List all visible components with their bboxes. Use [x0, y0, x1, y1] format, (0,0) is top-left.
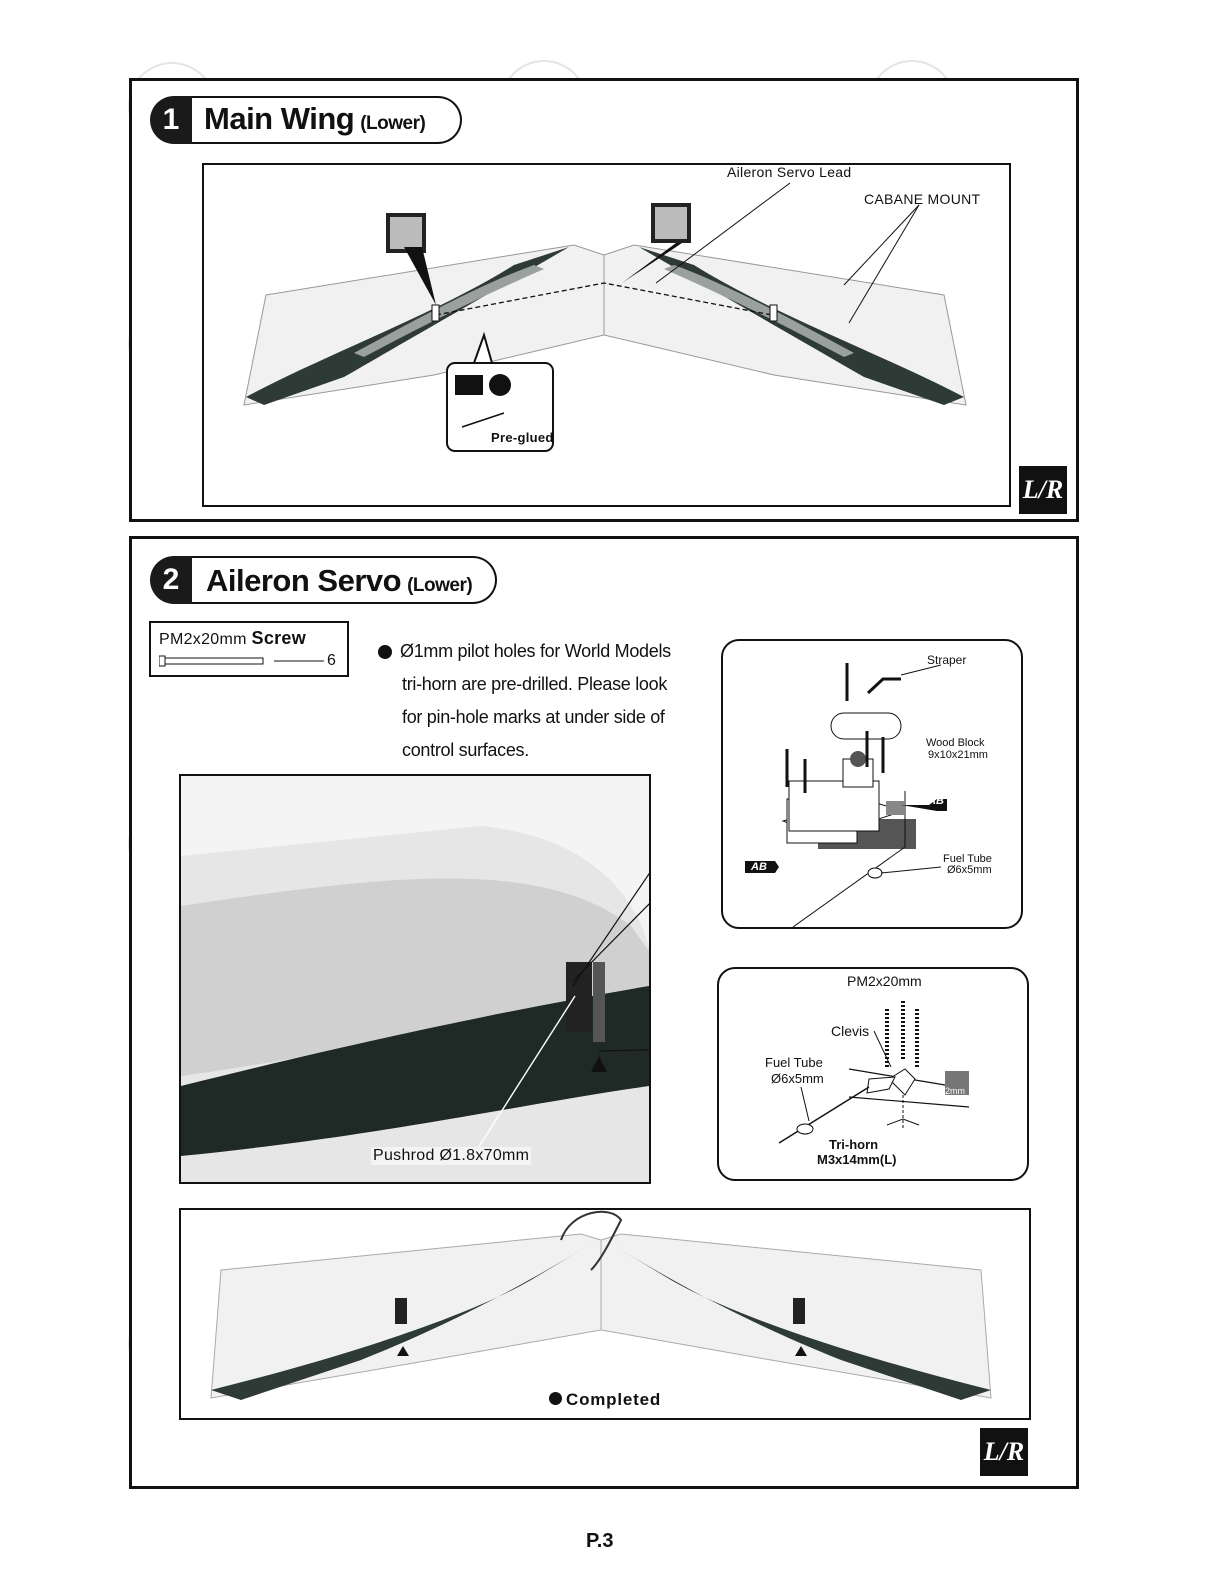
section-aileron-servo: 2 Aileron Servo(Lower) PM2x20mm Screw 6 … — [129, 536, 1079, 1489]
instruction-note: Ø1mm pilot holes for World Models tri-ho… — [380, 635, 720, 767]
main-wing-illustration: Aileron Servo Lead CABANE MOUNT Pre-glue… — [202, 163, 1011, 507]
completed-wing-photo: Completed — [179, 1208, 1031, 1420]
label-tri-horn: Tri-horn — [829, 1139, 878, 1151]
step-number: 1 — [150, 96, 192, 144]
step-title: Main Wing (Lower) — [204, 101, 425, 137]
label-pre-glued: Pre-glued — [491, 430, 554, 445]
completed-wing-drawing — [181, 1210, 1029, 1418]
completed-label: Completed — [549, 1390, 661, 1410]
servo-photo: Pushrod Ø1.8x70mm — [179, 774, 651, 1184]
label-aileron-servo-lead: Aileron Servo Lead — [727, 164, 851, 180]
note-line: tri-horn are pre-drilled. Please look — [380, 668, 720, 701]
label-ab: AB — [928, 795, 944, 807]
bullet-icon — [378, 645, 392, 659]
bullet-icon — [549, 1392, 562, 1405]
step-title-main: Aileron Servo — [206, 563, 401, 598]
label-wood-block: Wood Block — [926, 737, 985, 749]
step-title: Aileron Servo (Lower) — [206, 563, 472, 599]
step-title-sub: (Lower) — [407, 575, 472, 596]
screw-parts-box: PM2x20mm Screw 6 — [149, 621, 349, 677]
label-clevis: Clevis — [831, 1025, 869, 1037]
screw-spec-text: PM2x20mm — [159, 631, 247, 648]
screw-spec: PM2x20mm Screw — [159, 628, 306, 649]
screw-word: Screw — [252, 628, 307, 648]
wing-drawing — [204, 165, 1009, 505]
label-fuel-tube-top-size: Ø6x5mm — [947, 864, 992, 876]
servo-assembly-callout: Straper Wood Block 9x10x21mm AB AB Fuel … — [721, 639, 1023, 929]
label-wood-block-size: 9x10x21mm — [928, 749, 988, 761]
label-fuel-tube: Fuel Tube — [765, 1057, 823, 1069]
lr-badge: L/R — [1019, 466, 1067, 514]
step-title-main: Main Wing — [204, 101, 354, 136]
label-tri-horn-size: M3x14mm(L) — [817, 1154, 896, 1166]
page-number: P.3 — [586, 1530, 613, 1553]
note-line: control surfaces. — [380, 734, 720, 767]
servo-assembly-drawing — [723, 641, 1021, 927]
step-title-sub: (Lower) — [360, 113, 425, 134]
label-ab: AB — [751, 861, 767, 873]
completed-text: Completed — [566, 1390, 661, 1409]
section-main-wing: 1 Main Wing (Lower) — [129, 78, 1079, 522]
lr-badge: L/R — [980, 1428, 1028, 1476]
label-two-mm: 2mm — [945, 1085, 965, 1097]
label-pushrod: Pushrod Ø1.8x70mm — [371, 1147, 531, 1165]
label-straper: Straper — [927, 654, 966, 666]
screw-qty: 6 — [327, 652, 336, 670]
servo-photo-drawing — [181, 776, 649, 1182]
label-fuel-tube-size: Ø6x5mm — [771, 1073, 824, 1085]
note-line: Ø1mm pilot holes for World Models — [380, 635, 720, 668]
note-line: for pin-hole marks at under side of — [380, 701, 720, 734]
screw-icon — [159, 653, 334, 669]
tri-horn-callout: PM2x20mm Clevis Fuel Tube Ø6x5mm 2mm Tri… — [717, 967, 1029, 1181]
label-cabane-mount: CABANE MOUNT — [864, 191, 980, 207]
label-pm2x20: PM2x20mm — [847, 975, 922, 987]
step-number: 2 — [150, 556, 192, 604]
